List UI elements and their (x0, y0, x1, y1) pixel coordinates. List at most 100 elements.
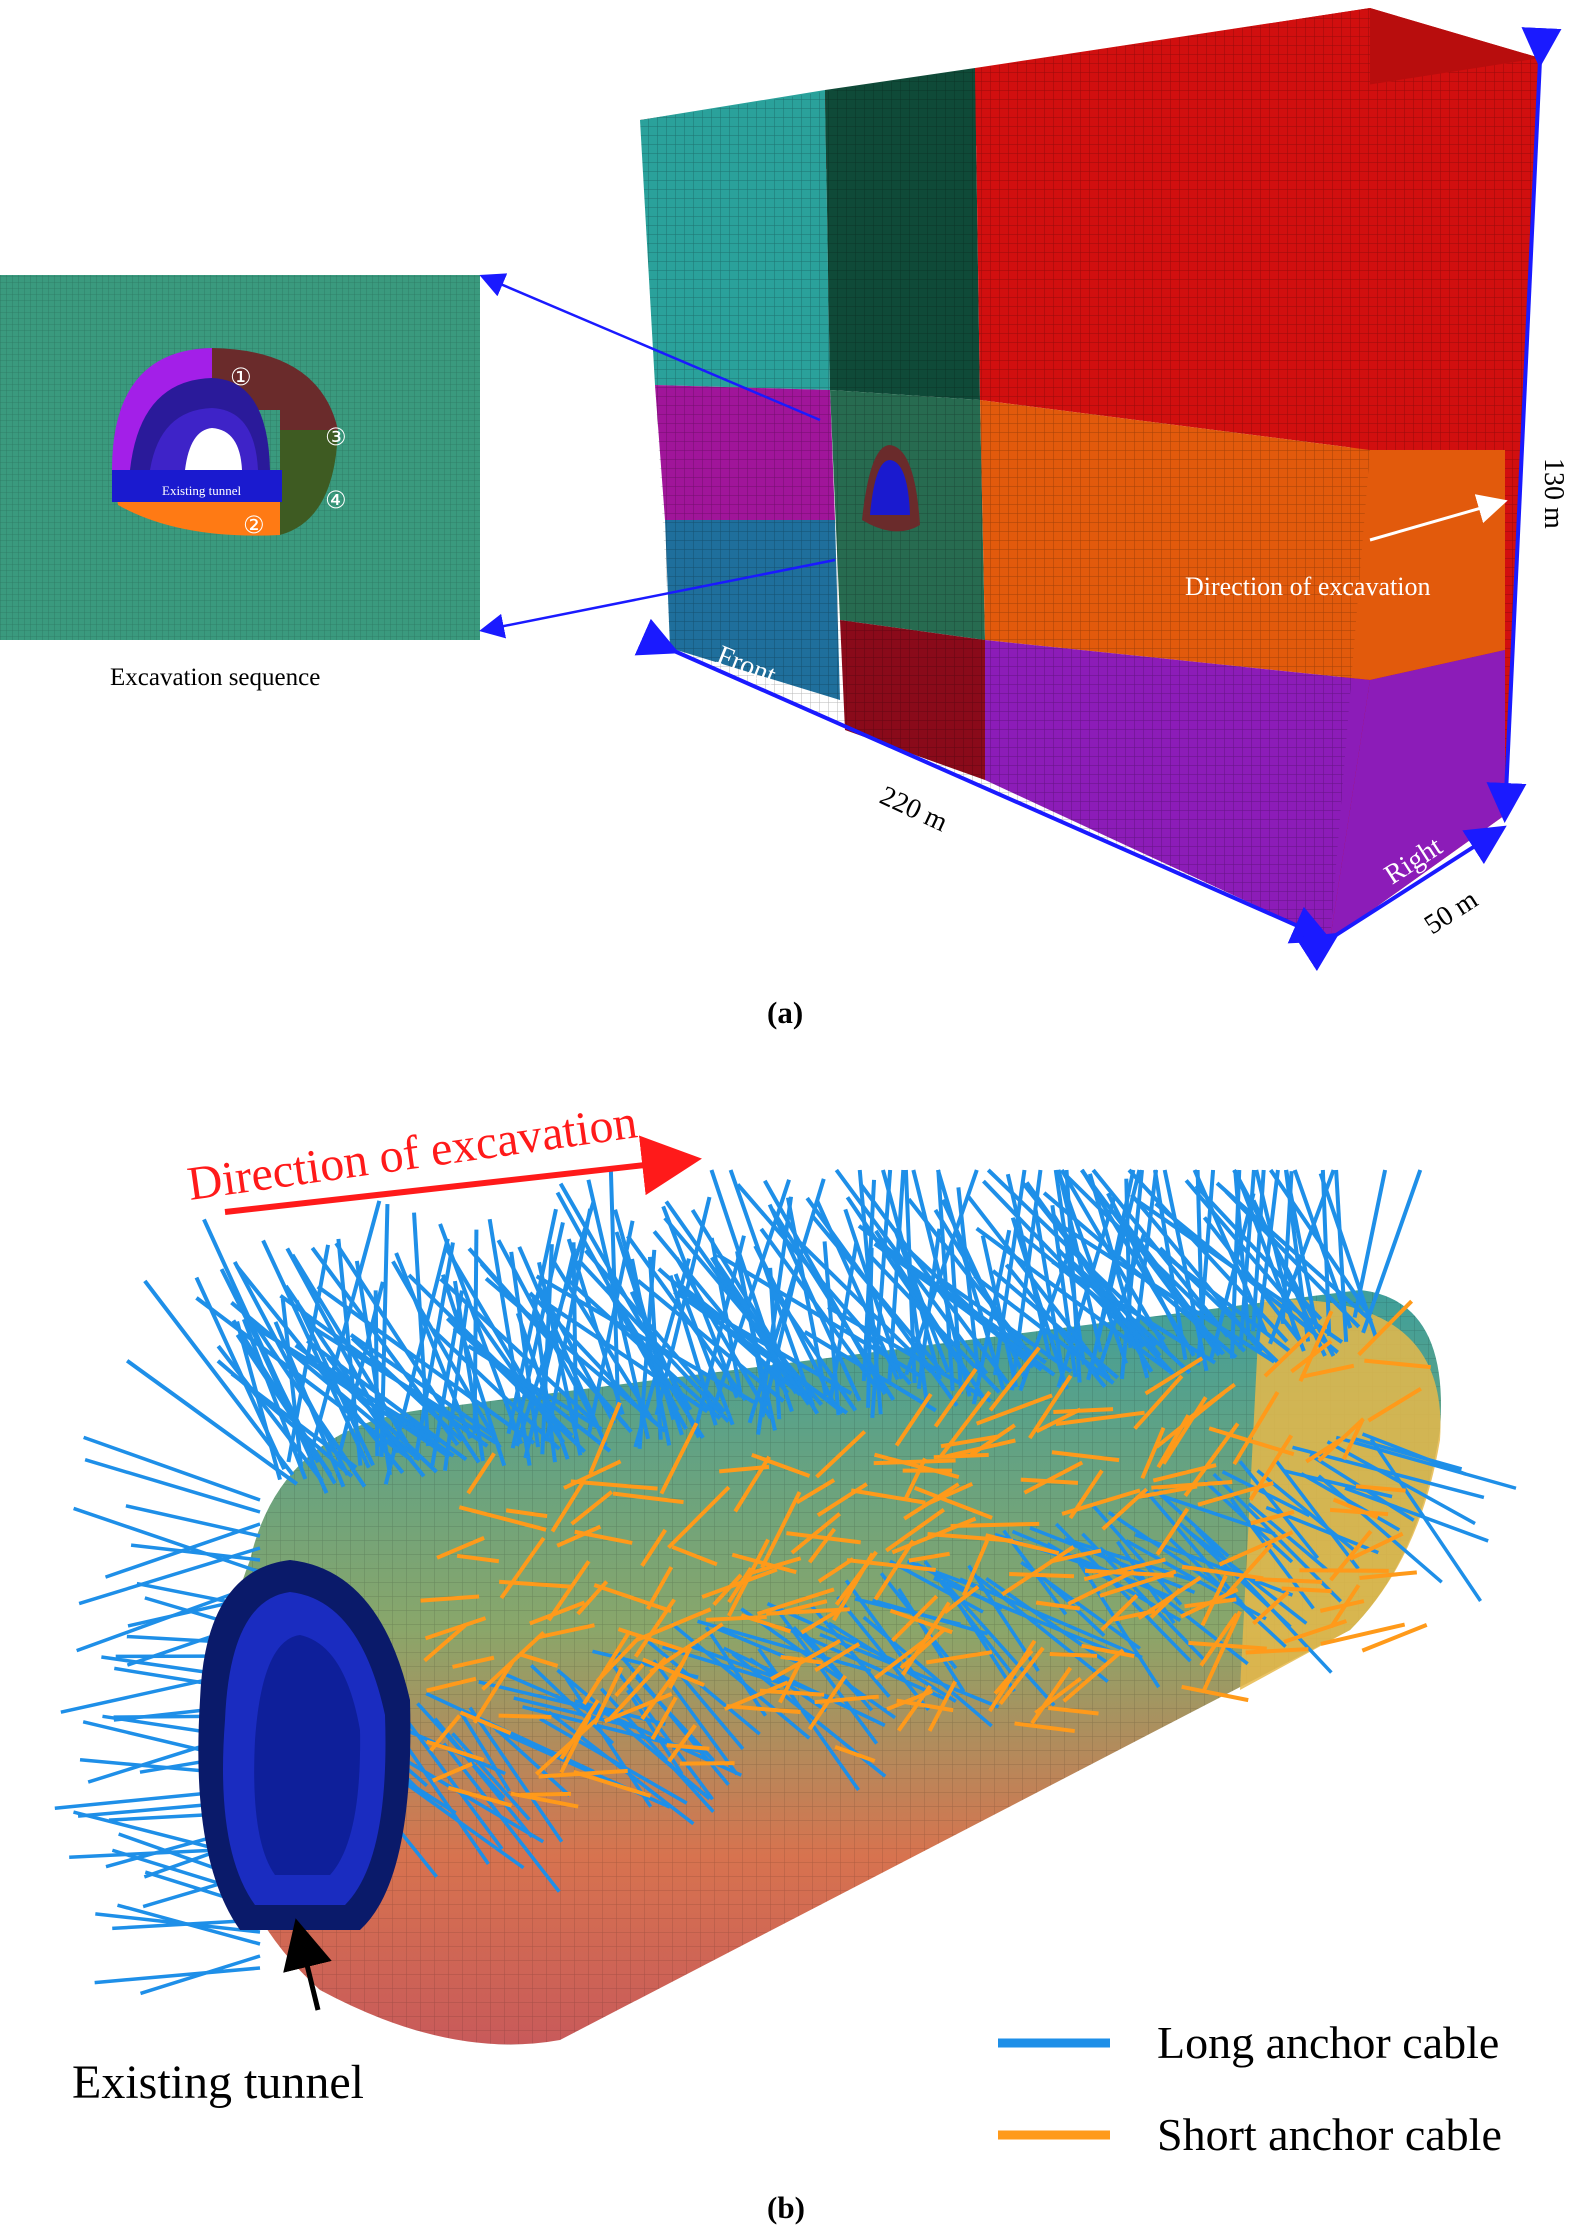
long-anchor-cable (143, 1279, 295, 1476)
long-anchor-cable (678, 1673, 745, 1750)
long-anchor-cable (936, 1169, 955, 1391)
short-anchor-cable (1224, 1542, 1274, 1597)
short-anchor-cable (913, 1486, 993, 1520)
long-anchor-cable (704, 1626, 767, 1717)
short-anchor-cable (452, 1655, 495, 1669)
short-anchor-cable (1245, 1647, 1309, 1655)
short-anchor-cable (432, 1761, 473, 1783)
long-anchor-cable (1130, 1194, 1344, 1344)
short-anchor-cable (726, 1704, 801, 1715)
long-anchor-cable (949, 1591, 1016, 1693)
long-anchor-cable (1184, 1179, 1314, 1330)
short-anchor-cable (424, 1616, 487, 1641)
long-anchor-cable (452, 1326, 612, 1453)
short-anchor-cable (891, 1594, 939, 1643)
short-anchor-cable (1283, 1619, 1348, 1644)
long-anchor-cable (907, 1197, 1039, 1365)
long-anchor-cable (73, 1506, 261, 1574)
excavation-inset: ① ② ③ ④ Existing tunnel (0, 275, 480, 640)
long-anchor-cable (770, 1208, 896, 1402)
long-anchor-cable (306, 1339, 468, 1462)
long-anchor-cable (873, 1242, 1056, 1377)
long-anchor-cable (866, 1247, 874, 1408)
short-anchor-cable (1298, 1310, 1334, 1382)
long-anchor-cable (976, 1575, 1109, 1683)
long-anchor-cable (843, 1208, 904, 1380)
long-anchor-cable (1247, 1502, 1330, 1573)
long-anchor-cable (1081, 1532, 1207, 1663)
short-anchor-cable (899, 1628, 945, 1670)
short-anchor-cable (1232, 1391, 1280, 1466)
short-anchor-cable (1030, 1666, 1073, 1725)
long-anchor-cable (83, 1435, 261, 1502)
long-anchor-cable (803, 1330, 937, 1413)
long-anchor-cable (231, 1319, 337, 1485)
long-anchor-cable (1361, 1432, 1467, 1476)
long-anchor-cable (935, 1274, 1073, 1374)
short-anchor-cable (499, 1579, 571, 1589)
short-anchor-cable (642, 1657, 705, 1687)
long-anchor-cable (1215, 1181, 1373, 1323)
short-anchor-cable (1035, 1407, 1082, 1434)
long-anchor-cable (805, 1196, 959, 1407)
short-anchor-cable (603, 1692, 673, 1724)
short-anchor-cable (873, 1539, 915, 1601)
long-anchor-cable (604, 1285, 705, 1439)
dim-line-width (1295, 825, 1507, 972)
short-anchor-cable (614, 1662, 645, 1698)
short-anchor-cable (834, 1550, 878, 1606)
short-anchor-cable (1100, 1593, 1139, 1632)
long-anchor-cable (577, 1258, 730, 1423)
short-anchor-cable (1255, 1577, 1323, 1584)
long-anchor-cable (1051, 1260, 1217, 1365)
short-anchor-cable (1364, 1358, 1431, 1370)
long-anchor-cable (407, 1721, 504, 1851)
long-anchor-cable (1053, 1169, 1086, 1365)
short-anchor-cable (671, 1545, 718, 1567)
long-anchor-cable (1369, 1438, 1482, 1602)
short-anchor-cable (472, 1660, 515, 1724)
short-anchor-cable (816, 1482, 868, 1518)
long-anchor-cable (1062, 1253, 1191, 1375)
tunnel-pointer-arrow (283, 1918, 332, 2011)
long-anchor-cable (216, 1344, 324, 1483)
short-anchor-cable (1155, 1507, 1190, 1556)
short-anchor-cable (612, 1491, 684, 1505)
long-anchor-cable (836, 1595, 930, 1712)
short-anchor-cable (529, 1600, 586, 1626)
short-anchor-cable (727, 1538, 770, 1617)
long-anchor-cable (626, 1234, 748, 1402)
long-anchor-cable (241, 1318, 308, 1480)
short-anchor-cable (985, 1533, 1060, 1556)
sequence-mark-4: ④ (325, 486, 347, 514)
long-anchor-cable (1134, 1533, 1294, 1597)
long-anchor-cable (862, 1615, 993, 1728)
long-anchor-cable (571, 1242, 579, 1429)
short-anchor-cable (534, 1716, 599, 1776)
short-anchor-cable (988, 1346, 1041, 1412)
short-anchor-cable (939, 1390, 992, 1458)
short-anchor-cable (420, 1594, 480, 1603)
short-anchor-cable (1144, 1356, 1204, 1396)
long-anchor-cable (757, 1647, 860, 1791)
tunnel-label-b: Existing tunnel (72, 2056, 364, 2109)
anchor-cables (54, 1168, 1517, 1996)
short-anchor-cable (606, 1656, 668, 1722)
long-anchor-cable (1194, 1527, 1333, 1674)
leader-top (479, 273, 821, 422)
short-anchor-cable (1181, 1564, 1264, 1581)
short-anchor-cable (719, 1464, 770, 1474)
short-anchor-cable (499, 1536, 546, 1600)
short-anchor-cable (807, 1527, 837, 1564)
short-anchor-cable (592, 1666, 624, 1726)
short-anchor-cable (1320, 1622, 1406, 1646)
short-anchor-cable (998, 1646, 1045, 1705)
short-anchor-cable (1062, 1648, 1125, 1703)
short-anchor-cable (650, 1696, 678, 1741)
long-anchor-cable (906, 1262, 1047, 1365)
short-anchor-cable (1155, 1391, 1225, 1449)
short-anchor-cable (903, 1482, 960, 1521)
leader-bottom (479, 558, 836, 639)
short-anchor-cable (1355, 1484, 1406, 1493)
long-anchor-cable (1056, 1169, 1103, 1353)
